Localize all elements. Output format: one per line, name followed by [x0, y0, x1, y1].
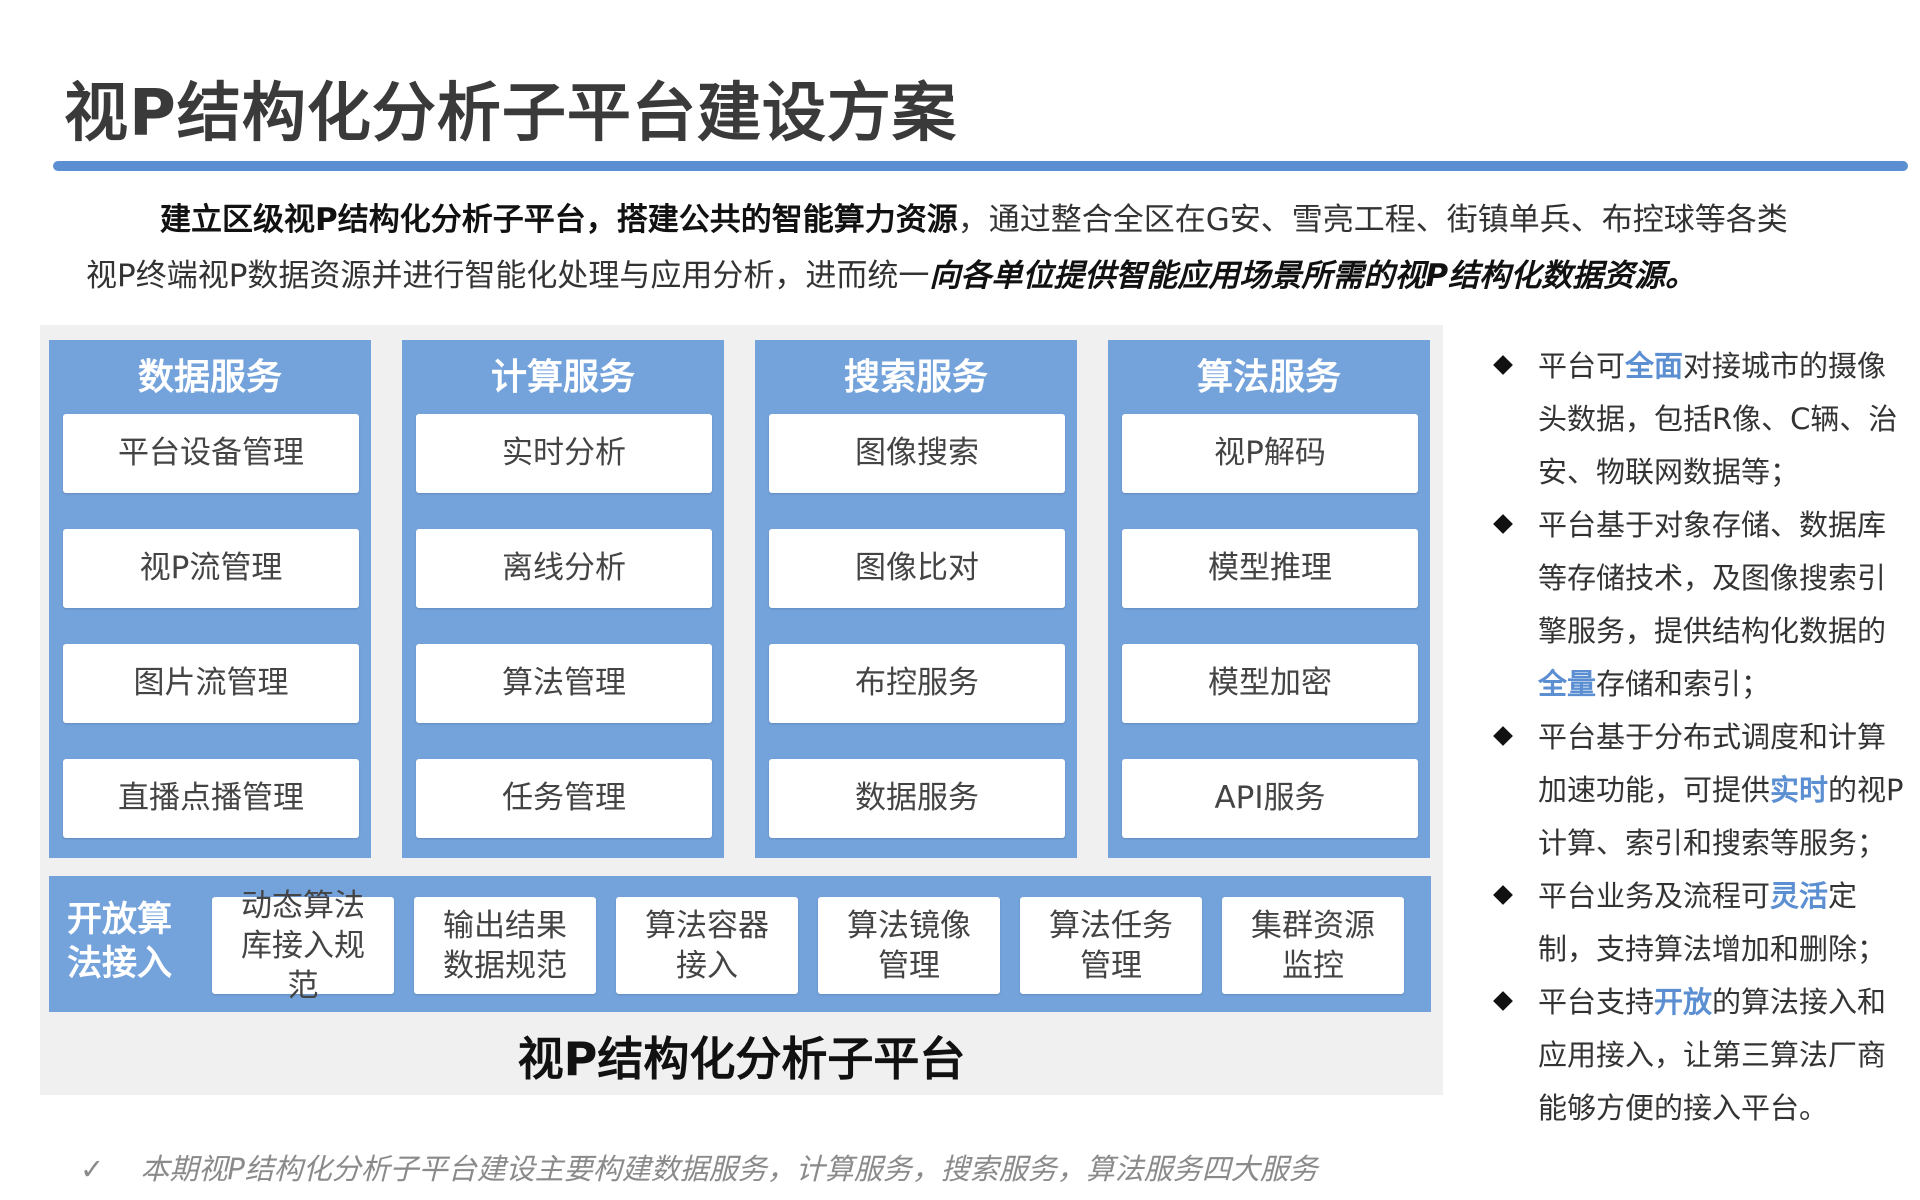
- service-item: API服务: [1122, 759, 1418, 838]
- intro-text-2: 视P终端视P数据资源并进行智能化处理与应用分析，进而统一: [86, 258, 930, 294]
- service-item: 平台设备管理: [63, 414, 359, 493]
- intro-text-1: ，通过整合全区在G安、雪亮工程、街镇单兵、布控球等各类: [957, 202, 1788, 238]
- diamond-bullet-icon: [1493, 726, 1513, 746]
- feature-item: 平台基于对象存储、数据库等存储技术，及图像搜索引擎服务，提供结构化数据的全量存储…: [1493, 499, 1914, 711]
- intro-paragraph: 建立区级视P结构化分析子平台，搭建公共的智能算力资源，通过整合全区在G安、雪亮工…: [86, 192, 1886, 304]
- check-icon: ✓: [80, 1152, 105, 1186]
- feature-item: 平台基于分布式调度和计算加速功能，可提供实时的视P计算、索引和搜索等服务；: [1493, 711, 1914, 870]
- service-column-algorithm: 算法服务 视P解码 模型推理 模型加密 API服务: [1108, 340, 1430, 858]
- feature-item: 平台支持开放的算法接入和应用接入，让第三算法厂商能够方便的接入平台。: [1493, 976, 1914, 1135]
- feature-text: 平台支持: [1538, 985, 1655, 1019]
- service-heading: 计算服务: [490, 357, 635, 398]
- service-item: 视P解码: [1122, 414, 1418, 493]
- open-access-item: 输出结果数据规范: [414, 897, 596, 994]
- feature-text: 对接城市的摄像头数据，包括R像、C辆、治安、物联网数据等；: [1538, 349, 1898, 489]
- open-access-item: 动态算法库接入规范: [212, 888, 394, 1004]
- feature-highlight: 开放: [1654, 985, 1713, 1019]
- diamond-bullet-icon: [1493, 514, 1513, 534]
- diamond-bullet-icon: [1493, 885, 1513, 905]
- open-access-label-line: 开放算: [67, 900, 173, 940]
- service-heading: 搜索服务: [843, 357, 988, 398]
- feature-list: 平台可全面对接城市的摄像头数据，包括R像、C辆、治安、物联网数据等； 平台基于对…: [1493, 340, 1914, 1135]
- open-access-label: 开放算 法接入: [67, 898, 187, 986]
- intro-emphasis-text: 向各单位提供智能应用场景所需的视P结构化数据资源。: [929, 258, 1697, 294]
- service-item: 模型加密: [1122, 644, 1418, 723]
- feature-text: 的视P计算、索引和搜索等服务；: [1538, 773, 1904, 860]
- open-access-item: 算法任务管理: [1020, 897, 1202, 994]
- intro-line-2: 视P终端视P数据资源并进行智能化处理与应用分析，进而统一向各单位提供智能应用场景…: [86, 248, 1886, 304]
- open-access-item: 集群资源监控: [1222, 897, 1404, 994]
- feature-highlight: 实时: [1770, 773, 1829, 807]
- intro-bold-text: 建立区级视P结构化分析子平台，搭建公共的智能算力资源: [160, 202, 958, 238]
- feature-item: 平台可全面对接城市的摄像头数据，包括R像、C辆、治安、物联网数据等；: [1493, 340, 1914, 499]
- open-access-item-text: 算法容器接入: [645, 907, 769, 984]
- feature-text: 平台可: [1538, 349, 1626, 383]
- footnote: ✓ 本期视P结构化分析子平台建设主要构建数据服务，计算服务，搜索服务，算法服务四大…: [80, 1146, 1318, 1188]
- service-item: 任务管理: [416, 759, 712, 838]
- service-item: 直播点播管理: [63, 759, 359, 838]
- service-item: 布控服务: [769, 644, 1065, 723]
- feature-highlight: 全量: [1538, 667, 1597, 701]
- service-column-compute: 计算服务 实时分析 离线分析 算法管理 任务管理: [402, 340, 724, 858]
- service-column-search: 搜索服务 图像搜索 图像比对 布控服务 数据服务: [755, 340, 1077, 858]
- service-item: 图像比对: [769, 529, 1065, 608]
- open-access-item-text: 算法任务管理: [1049, 907, 1173, 984]
- feature-text: 平台基于分布式调度和计算加速功能，可提供: [1538, 720, 1887, 807]
- feature-highlight: 灵活: [1770, 879, 1829, 913]
- open-access-item-text: 动态算法库接入规范: [241, 887, 365, 1004]
- service-item: 视P流管理: [63, 529, 359, 608]
- service-item: 离线分析: [416, 529, 712, 608]
- open-access-item-text: 算法镜像管理: [847, 907, 971, 984]
- feature-text: 平台业务及流程可: [1538, 879, 1771, 913]
- service-item: 实时分析: [416, 414, 712, 493]
- open-access-item: 算法镜像管理: [818, 897, 1000, 994]
- open-access-item: 算法容器接入: [616, 897, 798, 994]
- open-access-label-line: 法接入: [67, 944, 173, 984]
- footnote-text: 本期视P结构化分析子平台建设主要构建数据服务，计算服务，搜索服务，算法服务四大服…: [140, 1152, 1318, 1186]
- feature-text: 的算法接入和应用接入，让第三算法厂商能够方便的接入平台。: [1538, 985, 1887, 1125]
- feature-text: 平台基于对象存储、数据库等存储技术，及图像搜索引擎服务，提供结构化数据的: [1538, 508, 1887, 648]
- feature-text: 定制，支持算法增加和删除；: [1538, 879, 1887, 966]
- feature-item: 平台业务及流程可灵活定制，支持算法增加和删除；: [1493, 870, 1914, 976]
- service-item: 模型推理: [1122, 529, 1418, 608]
- title-underline: [53, 161, 1908, 171]
- open-access-row: 开放算 法接入 动态算法库接入规范 输出结果数据规范 算法容器接入 算法镜像管理…: [49, 876, 1431, 1012]
- platform-name: 视P结构化分析子平台: [517, 1032, 966, 1086]
- feature-text: 存储和索引；: [1596, 667, 1771, 701]
- service-column-data: 数据服务 平台设备管理 视P流管理 图片流管理 直播点播管理: [49, 340, 371, 858]
- service-heading: 数据服务: [137, 357, 282, 398]
- diamond-bullet-icon: [1493, 991, 1513, 1011]
- service-heading: 算法服务: [1196, 357, 1341, 398]
- page-title: 视P结构化分析子平台建设方案: [64, 77, 957, 151]
- service-item: 算法管理: [416, 644, 712, 723]
- intro-line-1: 建立区级视P结构化分析子平台，搭建公共的智能算力资源，通过整合全区在G安、雪亮工…: [86, 192, 1886, 248]
- service-item: 数据服务: [769, 759, 1065, 838]
- open-access-item-text: 输出结果数据规范: [443, 907, 567, 984]
- service-item: 图像搜索: [769, 414, 1065, 493]
- diamond-bullet-icon: [1493, 355, 1513, 375]
- feature-highlight: 全面: [1625, 349, 1684, 383]
- platform-diagram: 数据服务 平台设备管理 视P流管理 图片流管理 直播点播管理 计算服务 实时分析…: [40, 325, 1443, 1095]
- open-access-item-text: 集群资源监控: [1251, 907, 1375, 984]
- service-item: 图片流管理: [63, 644, 359, 723]
